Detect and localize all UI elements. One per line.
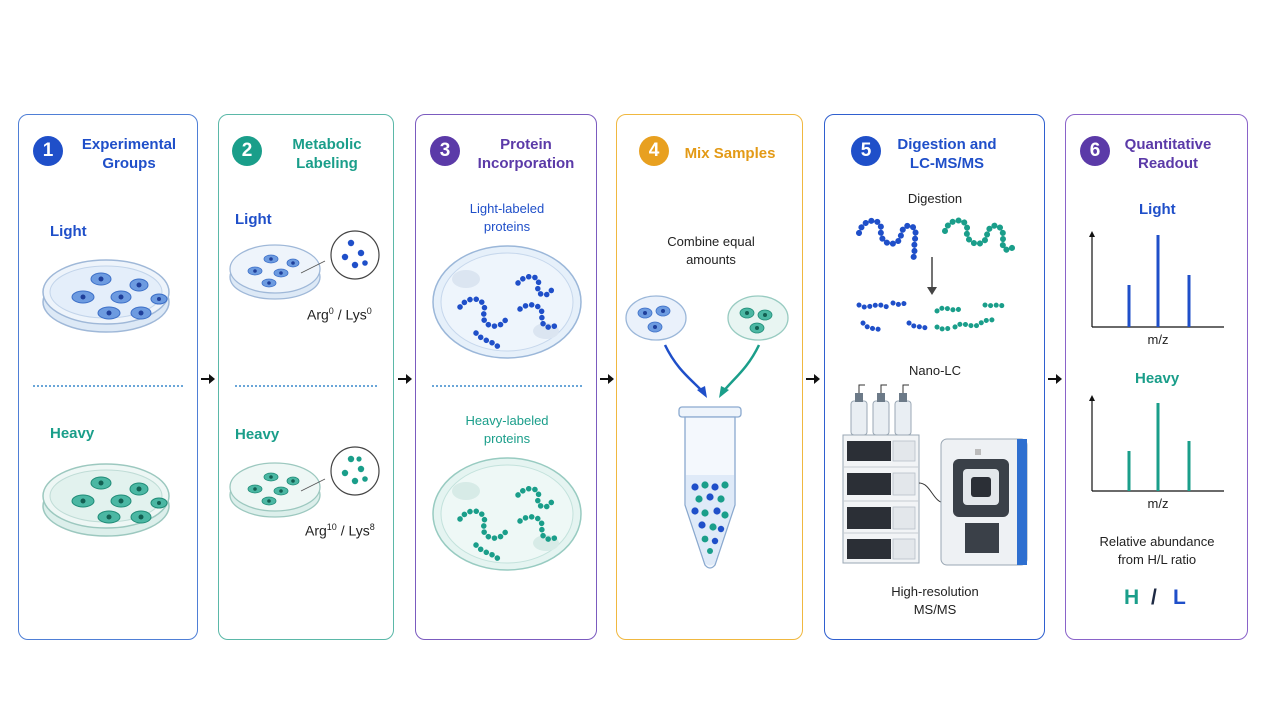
title-line-1: Metabolic: [292, 136, 362, 153]
step-badge-2: 2: [232, 136, 262, 166]
lc-ms-instrument-icon: [842, 384, 1028, 566]
step-badge-3: 3: [430, 136, 460, 166]
step-badge-6: 6: [1080, 136, 1110, 166]
label-line-1: Heavy-labeled: [465, 413, 549, 428]
light-label-formula: Arg0 / Lys0: [307, 306, 372, 323]
panel-protein-incorporation: 3 Protein Incorporation Light-labeled pr…: [415, 114, 597, 640]
summary-line-1: Relative abundance: [1099, 534, 1215, 549]
digestion-arrow-icon: [927, 257, 937, 295]
heavy-proteins-label: Heavy-labeled proteins: [446, 412, 568, 448]
panel-mix-samples: 4 Mix Samples Combine equal amounts: [616, 114, 803, 640]
cell-with-protein-chains-icon: [432, 245, 582, 359]
ms-label-line-1: High-resolution: [891, 584, 979, 599]
light-label: Light: [235, 211, 272, 228]
light-label: Light: [1139, 201, 1176, 218]
title-line-2: LC-MS/MS: [909, 155, 985, 172]
ratio-heavy: H: [1124, 586, 1140, 609]
panel-title: Mix Samples: [684, 145, 776, 162]
nano-lc-label: Nano-LC: [908, 363, 962, 378]
light-label: Light: [50, 223, 87, 240]
title-line-1: Experimental: [81, 136, 177, 153]
light-spectrum-icon: [1089, 231, 1224, 328]
panel-title: Experimental Groups: [69, 135, 189, 173]
formula-lys-isotope: 8: [369, 522, 375, 532]
light-sample-icon: [625, 295, 687, 341]
step-badge-4: 4: [639, 136, 669, 166]
peptide-chain-icon: [856, 217, 1016, 262]
microtube-icon: [678, 406, 742, 569]
heavy-label: Heavy: [1135, 370, 1180, 387]
petri-dish-icon: [229, 462, 326, 518]
summary-line-2: from H/L ratio: [1117, 552, 1197, 567]
arrow-right-icon: [1048, 374, 1062, 384]
mz-axis-label: m/z: [1147, 332, 1169, 347]
light-proteins-label: Light-labeled proteins: [446, 200, 568, 236]
formula-lys: / Lys: [336, 522, 370, 539]
ms-label-line-2: MS/MS: [913, 602, 957, 617]
ratio-slash: /: [1151, 586, 1157, 609]
amino-acid-beads-icon: [330, 230, 380, 280]
readout-summary: Relative abundance from H/L ratio: [1082, 533, 1232, 569]
formula-lys: / Lys: [333, 306, 367, 323]
amino-acid-beads-icon: [330, 446, 380, 496]
instruction-line-1: Combine equal: [667, 234, 755, 249]
title-line-2: Readout: [1138, 155, 1198, 172]
arrow-right-icon: [600, 374, 614, 384]
cell-with-protein-chains-icon: [432, 457, 582, 571]
panel-metabolic-labeling: 2 Metabolic Labeling Light Arg0 / Lys0 H…: [218, 114, 394, 640]
divider: [432, 385, 582, 387]
heavy-label: Heavy: [50, 425, 95, 442]
formula-arg: Arg: [307, 306, 329, 323]
petri-dish-icon: [42, 259, 170, 333]
label-line-2: proteins: [483, 431, 531, 446]
panel-title: Metabolic Labeling: [267, 135, 387, 173]
panel-quantitative-readout: 6 Quantitative Readout Light m/z Heavy m…: [1065, 114, 1248, 640]
title-line-2: Groups: [102, 155, 156, 172]
petri-dish-icon: [42, 463, 170, 537]
combine-instruction: Combine equal amounts: [637, 233, 785, 269]
step-badge-1: 1: [33, 136, 63, 166]
arrow-right-icon: [398, 374, 412, 384]
panel-title: Protein Incorporation: [466, 135, 586, 173]
divider: [33, 385, 183, 387]
panel-title: Quantitative Readout: [1112, 135, 1224, 173]
heavy-sample-icon: [727, 295, 789, 341]
panel-digestion-lcms: 5 Digestion and LC-MS/MS Digestion Nano-…: [824, 114, 1045, 640]
panel-title: Digestion and LC-MS/MS: [885, 135, 1009, 173]
title-line-1: Digestion and: [897, 136, 997, 153]
label-line-2: proteins: [483, 219, 531, 234]
title-line-2: Labeling: [296, 155, 358, 172]
mixing-arrows-icon: [663, 344, 761, 398]
divider: [235, 385, 377, 387]
panel-experimental-groups: 1 Experimental Groups Light Heavy: [18, 114, 198, 640]
heavy-spectrum-icon: [1089, 395, 1224, 492]
arrow-right-icon: [806, 374, 820, 384]
formula-lys-isotope: 0: [366, 306, 372, 316]
heavy-label-formula: Arg10 / Lys8: [305, 522, 375, 539]
title-line-1: Quantitative: [1124, 136, 1212, 153]
petri-dish-icon: [229, 244, 326, 300]
label-line-1: Light-labeled: [469, 201, 545, 216]
formula-arg: Arg: [305, 522, 327, 539]
digestion-label: Digestion: [907, 191, 963, 206]
ms-label: High-resolution MS/MS: [865, 583, 1005, 619]
title-line-2: Incorporation: [477, 155, 575, 172]
mz-axis-label: m/z: [1147, 496, 1169, 511]
ratio-light: L: [1173, 586, 1186, 609]
formula-arg-isotope: 10: [326, 522, 337, 532]
arrow-right-icon: [201, 374, 215, 384]
formula-arg-isotope: 0: [328, 306, 334, 316]
heavy-label: Heavy: [235, 426, 280, 443]
instruction-line-2: amounts: [686, 252, 736, 267]
step-badge-5: 5: [851, 136, 881, 166]
peptide-fragments-icon: [856, 300, 1008, 334]
title-line-1: Protein: [500, 136, 552, 153]
